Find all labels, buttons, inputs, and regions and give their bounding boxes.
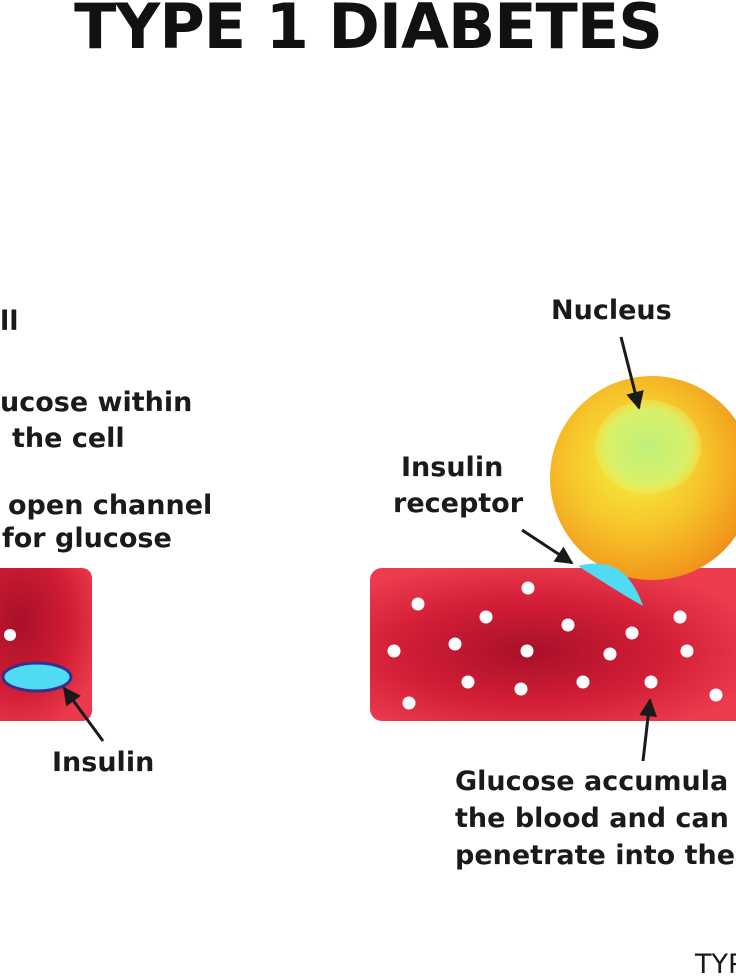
- insulin-receptor: [578, 563, 643, 606]
- glucose-dot: [514, 682, 528, 696]
- glucose-dot: [4, 629, 16, 641]
- glucose-dot: [644, 675, 658, 689]
- glucose-accumulates-line-2: the blood and can: [455, 803, 729, 834]
- footer-text: TYP: [695, 949, 736, 980]
- glucose-dot: [402, 696, 416, 710]
- glucose-dot: [576, 675, 590, 689]
- glucose-arrow: [639, 698, 658, 762]
- glucose-dot: [561, 618, 575, 632]
- insulin-receptor-line-1: Insulin: [401, 452, 504, 483]
- glucose-dot: [603, 647, 617, 661]
- right-glucose-dots: [387, 581, 723, 710]
- glucose-dot: [387, 644, 401, 658]
- glucose-dot: [448, 637, 462, 651]
- insulin-label: Insulin: [52, 747, 155, 778]
- glucose-dot: [673, 610, 687, 624]
- nucleus-label: Nucleus: [551, 295, 672, 326]
- left-heading-fragment: ll: [0, 306, 19, 337]
- glucose-dot: [479, 610, 493, 624]
- glucose-accumulates-line-3: penetrate into the: [455, 840, 736, 871]
- nucleus-arrow: [619, 336, 644, 410]
- glucose-dot: [520, 644, 534, 658]
- insulin-receptor-line-2: receptor: [393, 488, 524, 519]
- glucose-dot: [709, 688, 723, 702]
- glucose-within-line-2: the cell: [12, 423, 125, 454]
- left-blood-vessel: [0, 568, 92, 721]
- glucose-dot: [680, 644, 694, 658]
- glucose-accumulates-line-1: Glucose accumula: [455, 766, 729, 797]
- insulin-molecule: [1, 661, 73, 693]
- glucose-dot: [461, 675, 475, 689]
- right-blood-vessel: [370, 568, 736, 721]
- nucleus-core: [595, 400, 701, 494]
- glucose-dot: [625, 626, 639, 640]
- glucose-dot: [411, 597, 425, 611]
- glucose-within-line-1: ucose within: [0, 387, 193, 418]
- open-channel-line-2: for glucose: [2, 523, 172, 554]
- open-channel-line-1: open channel: [8, 490, 213, 521]
- page-title: TYPE 1 DIABETES: [74, 0, 663, 63]
- insulin-arrow: [62, 686, 105, 742]
- receptor-arrow: [521, 528, 574, 565]
- glucose-dot: [521, 581, 535, 595]
